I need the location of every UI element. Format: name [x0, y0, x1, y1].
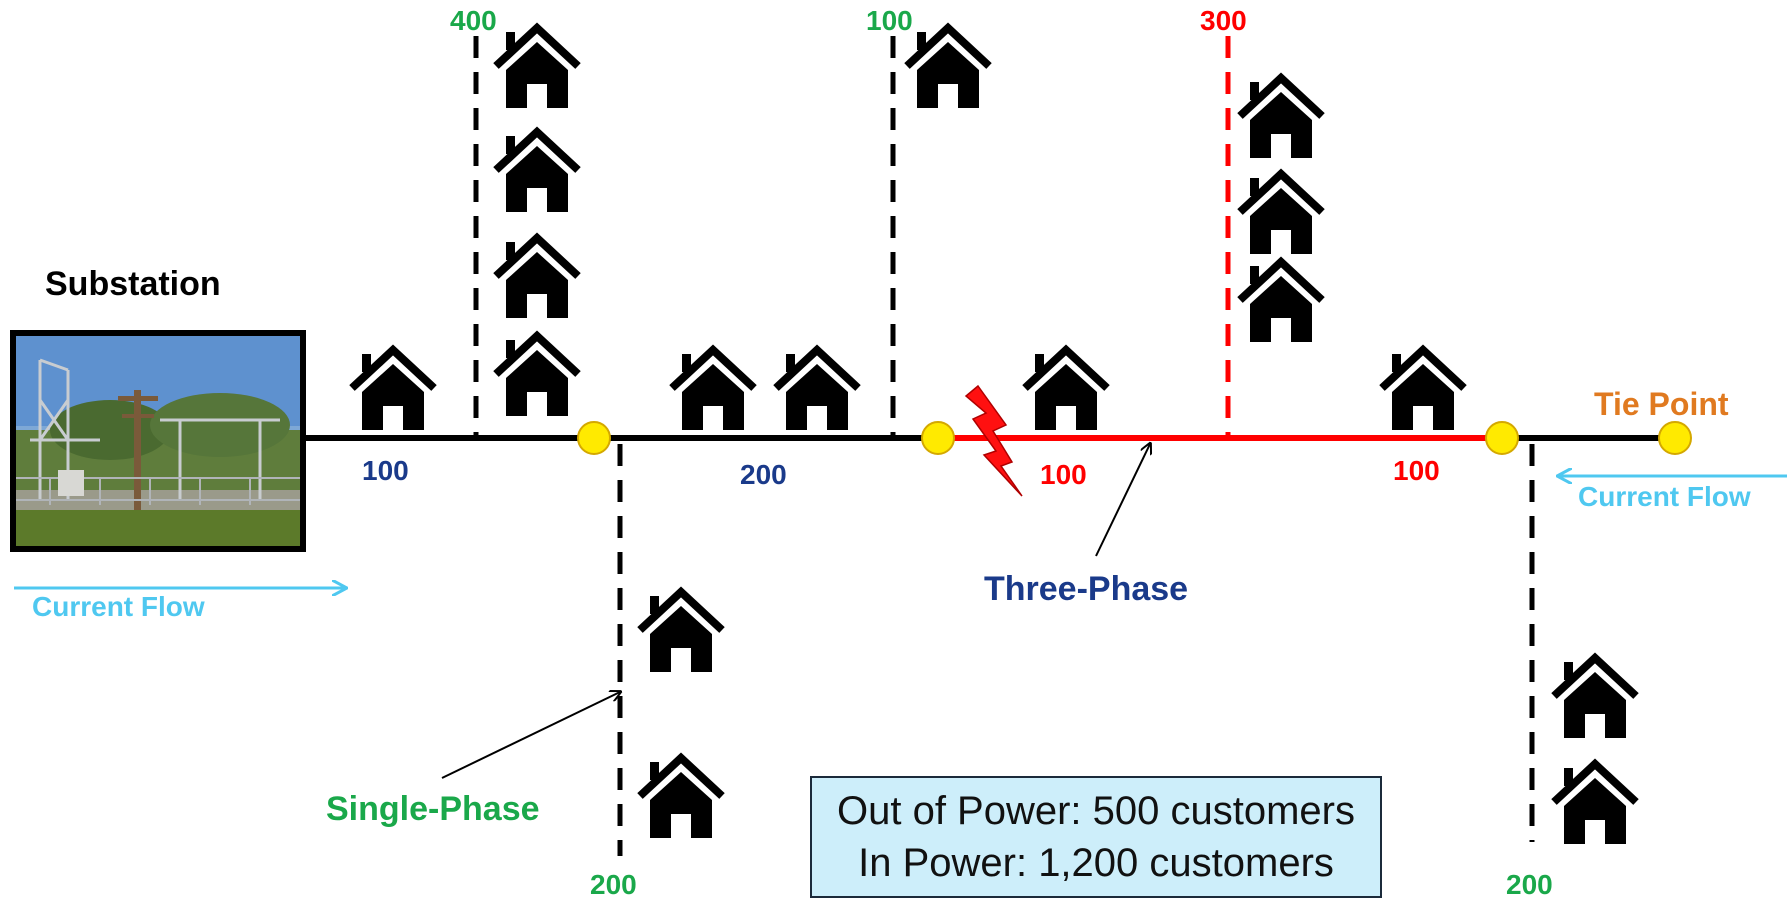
single-phase-label: Single-Phase [326, 790, 540, 828]
out-of-power-text: Out of Power: 500 customers [836, 789, 1355, 833]
switch-icon [921, 421, 955, 455]
house-icon [1382, 350, 1464, 430]
lateral-count-c: 300 [1200, 5, 1247, 36]
house-icon [496, 238, 578, 318]
three-phase-pointer [1095, 444, 1150, 557]
house-icon [1240, 262, 1322, 342]
house-icon [1554, 764, 1636, 844]
segment-count-3: 100 [1040, 459, 1087, 490]
house-icon [496, 336, 578, 416]
lateral-count-b: 100 [866, 5, 913, 36]
tie-point-switch-icon [1658, 421, 1692, 455]
in-power-text: In Power: 1,200 customers [858, 841, 1334, 885]
lateral-count-e: 200 [1506, 869, 1553, 899]
current-flow-label-right: Current Flow [1578, 481, 1751, 512]
substation-label: Substation [45, 265, 221, 303]
switch-icon [577, 421, 611, 455]
single-phase-pointer [441, 692, 620, 779]
house-icon [640, 592, 722, 672]
switch-icon [1485, 421, 1519, 455]
house-icon [672, 350, 754, 430]
three-phase-label: Three-Phase [984, 570, 1188, 608]
segment-count-4: 100 [1393, 455, 1440, 486]
house-icon [1240, 174, 1322, 254]
segment-count-2: 200 [740, 459, 787, 490]
substation-photo [10, 330, 306, 552]
lateral-count-a: 400 [450, 5, 497, 36]
house-icon [907, 28, 989, 108]
house-icon [776, 350, 858, 430]
lightning-fault-icon [964, 384, 1023, 497]
house-icon [352, 350, 434, 430]
house-icon [1554, 658, 1636, 738]
outage-status-box: Out of Power: 500 customers In Power: 1,… [810, 776, 1382, 898]
house-icon [640, 758, 722, 838]
tie-point-label: Tie Point [1594, 386, 1729, 422]
current-flow-label-left: Current Flow [32, 591, 205, 622]
lateral-count-d: 200 [590, 869, 637, 899]
house-icon [1025, 350, 1107, 430]
house-icon [496, 28, 578, 108]
house-icon [496, 132, 578, 212]
segment-count-1: 100 [362, 455, 409, 486]
house-icon [1240, 78, 1322, 158]
